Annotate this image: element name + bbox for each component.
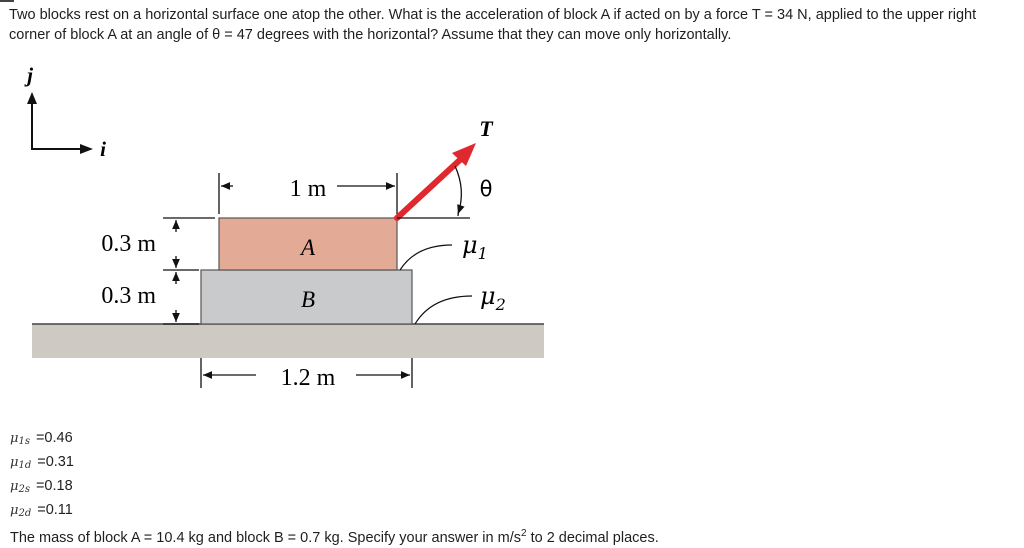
axis-j-label: j <box>24 63 33 87</box>
top-rule <box>0 0 14 2</box>
angle-arc-icon <box>397 165 470 219</box>
dimension-bottom <box>200 358 413 388</box>
height-a-label: 0.3 m <box>101 231 156 257</box>
block-b-label: B <box>301 287 315 312</box>
final-instruction: The mass of block A = 10.4 kg and block … <box>10 528 659 546</box>
angle-label: θ <box>480 177 493 201</box>
axis-i-label: i <box>100 137 106 161</box>
dimension-heights <box>163 217 215 325</box>
block-a <box>218 217 398 271</box>
ground-surface <box>32 324 544 358</box>
mu2-leader <box>414 295 473 325</box>
block-b <box>200 269 413 325</box>
width-bottom-label: 1.2 m <box>281 365 336 391</box>
block-a-label: A <box>299 235 316 260</box>
coefficient-line: μ2d=0.11 <box>10 502 73 519</box>
height-b-label: 0.3 m <box>101 283 156 309</box>
question-text: Two blocks rest on a horizontal surface … <box>9 7 977 43</box>
coefficient-list: μ1s=0.46 μ1d=0.31 μ2s=0.18 μ2d=0.11 <box>10 428 74 524</box>
width-top-label: 1 m <box>290 176 327 202</box>
force-label: T <box>479 116 494 141</box>
coefficient-line: μ1d=0.31 <box>10 454 74 471</box>
coefficient-line: μ1s=0.46 <box>10 430 73 447</box>
coefficient-line: μ2s=0.18 <box>10 478 73 495</box>
mu1-leader <box>399 244 453 271</box>
force-arrow-icon <box>394 143 476 221</box>
axes-icon <box>27 92 93 154</box>
mu1-label: μ1 <box>462 231 488 263</box>
dimension-top <box>218 173 398 214</box>
mu2-label: μ2 <box>480 282 506 314</box>
